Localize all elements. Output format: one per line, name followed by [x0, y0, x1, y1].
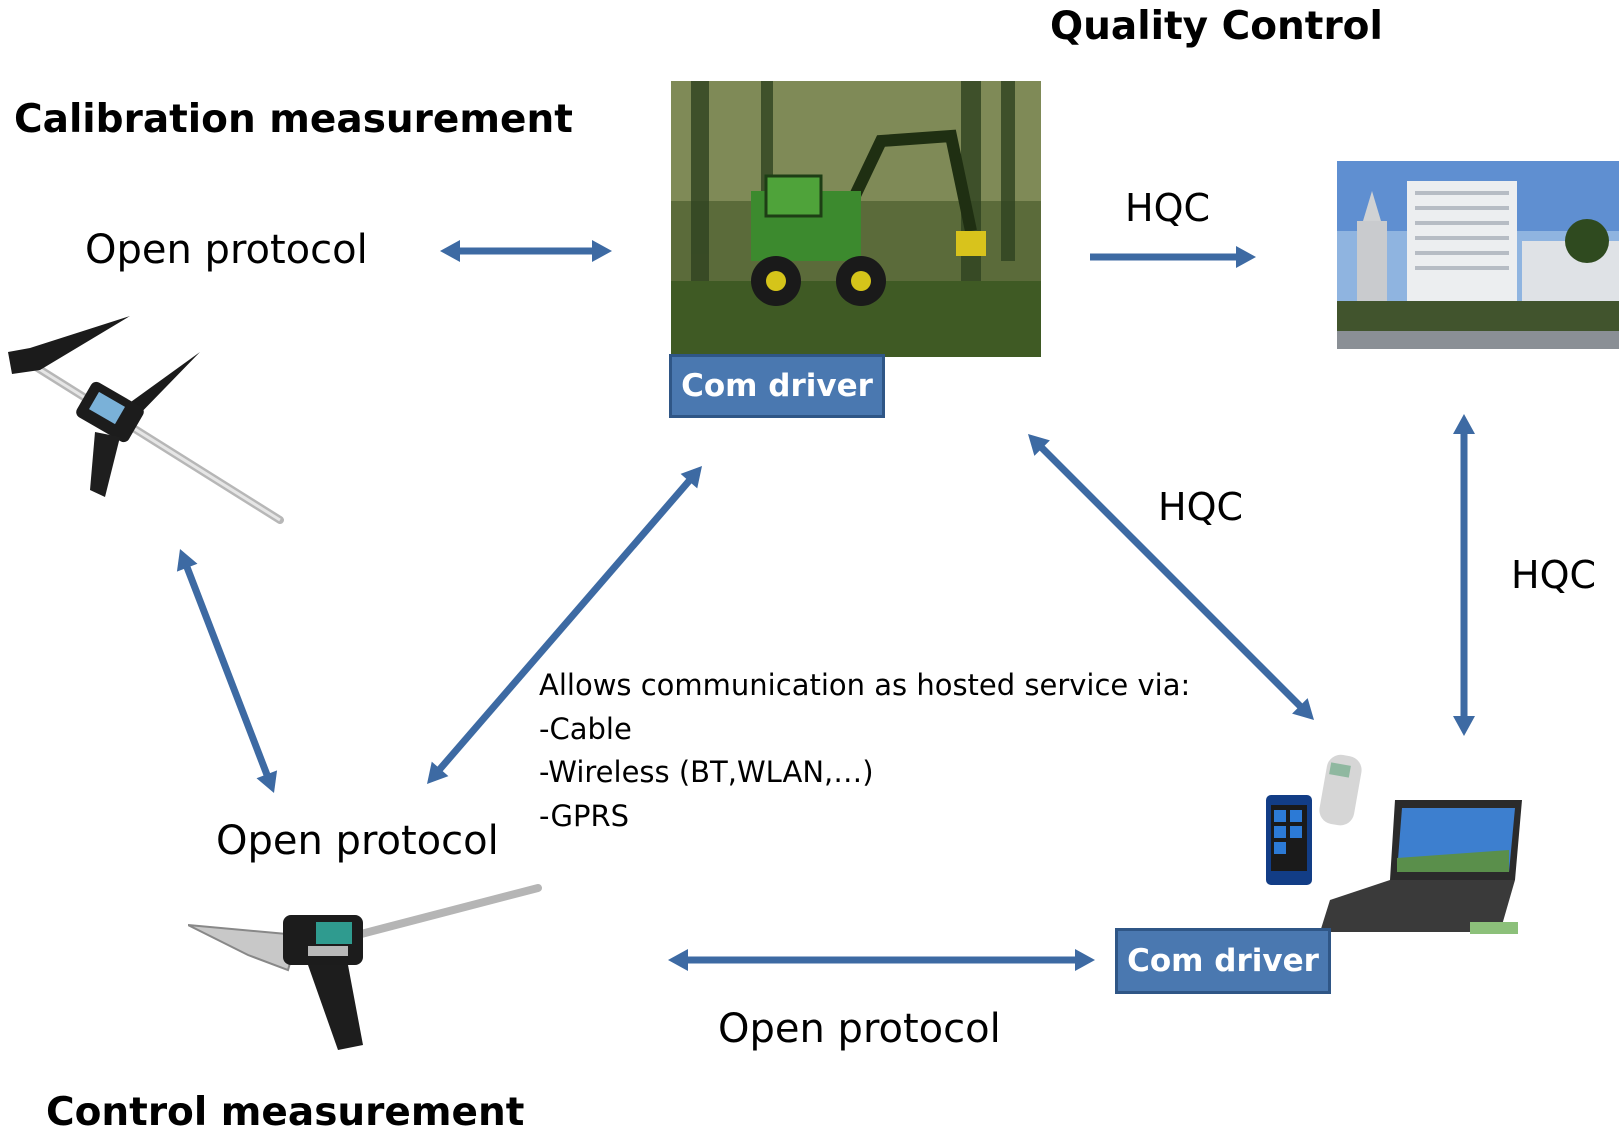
caliper-top-image [8, 316, 284, 524]
com-driver-badge-harvester: Com driver [669, 354, 885, 418]
harvester-photo [671, 81, 1041, 357]
mobile-devices-image [1266, 754, 1522, 934]
hqc-label-top: HQC [1125, 186, 1211, 230]
arrow-calibration-control-caliper [176, 549, 278, 793]
arrow-hqc-harvester-devices [1028, 434, 1314, 720]
arrow-control-caliper-harvester [427, 466, 702, 784]
arrow-open-protocol-calibration-harvester [440, 240, 612, 262]
quality-control-heading: Quality Control [1050, 4, 1383, 49]
hosted-service-note: Allows communication as hosted service v… [539, 668, 1191, 833]
com-driver-badge-devices: Com driver [1115, 928, 1331, 994]
arrow-open-protocol-control-devices [668, 949, 1095, 971]
control-measurement-heading: Control measurement [46, 1090, 525, 1135]
open-protocol-label-bottom: Open protocol [718, 1006, 1001, 1052]
calibration-measurement-heading: Calibration measurement [14, 97, 573, 142]
hqc-label-middle: HQC [1158, 485, 1244, 529]
caliper-bottom-image [188, 884, 542, 1050]
open-protocol-label-middle: Open protocol [216, 818, 499, 864]
arrow-hqc-quality-control-devices [1453, 414, 1475, 736]
building-photo [1337, 161, 1619, 349]
hqc-label-right: HQC [1511, 553, 1597, 597]
arrow-hqc-harvester-quality-control [1090, 246, 1256, 268]
open-protocol-label-top: Open protocol [85, 227, 368, 273]
